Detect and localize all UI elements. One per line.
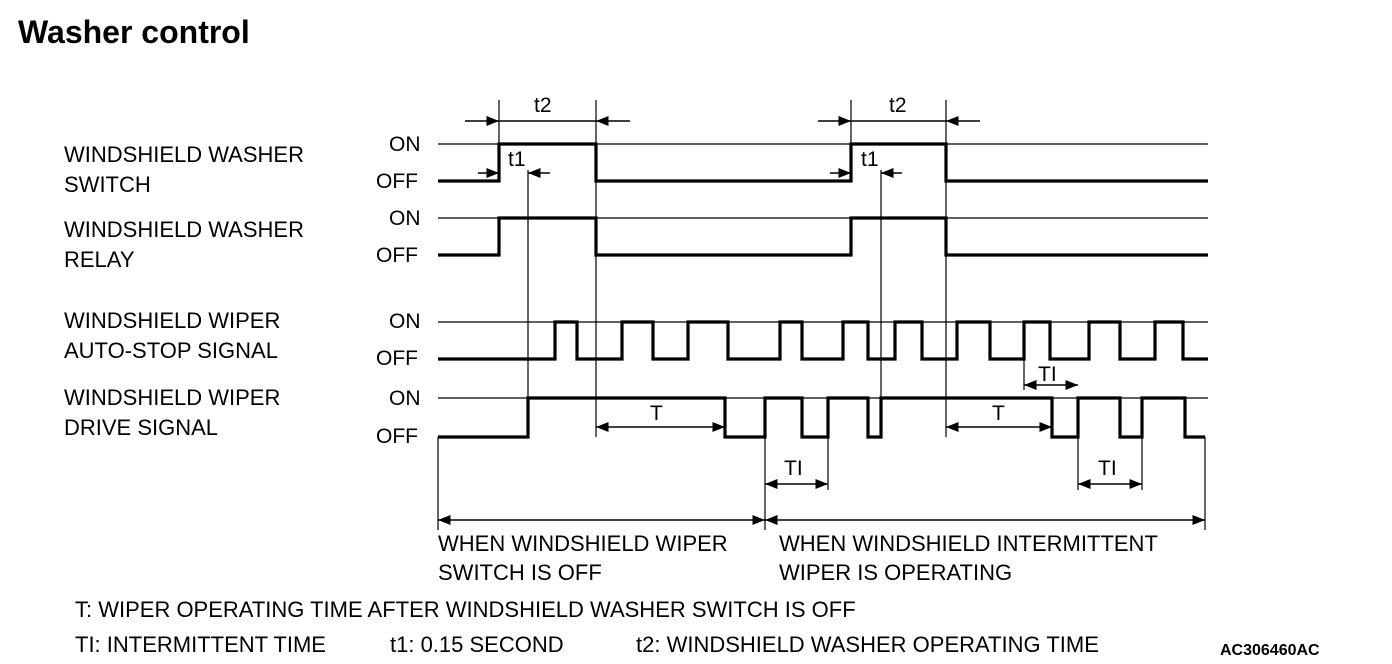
washer-relay-label-1: WINDSHIELD WASHER	[64, 217, 304, 242]
drive-off-label: OFF	[376, 425, 418, 448]
drive-on-label: ON	[389, 387, 421, 410]
TI-label-lower-right: TI	[1098, 457, 1117, 480]
relay-on-label: ON	[389, 207, 421, 230]
TI-label-upper: TI	[1038, 363, 1057, 386]
switch-off-label: OFF	[376, 170, 418, 193]
reference-lines	[437, 100, 1206, 530]
dimension-arrows	[438, 115, 1205, 526]
switch-on-label: ON	[389, 133, 421, 156]
section-left-line2: SWITCH IS OFF	[438, 560, 602, 585]
legend-t1: t1: 0.15 SECOND	[390, 632, 564, 657]
auto-stop-waveform	[438, 320, 1208, 361]
autostop-on-label: ON	[389, 310, 421, 333]
section-left-line1: WHEN WINDSHIELD WIPER	[438, 531, 728, 556]
signal-labels: WINDSHIELD WASHER SWITCH WINDSHIELD WASH…	[64, 142, 304, 440]
drive-signal-label-1: WINDSHIELD WIPER	[64, 385, 280, 410]
level-labels: ON OFF ON OFF ON OFF ON OFF	[376, 133, 421, 448]
section-right-line2: WIPER IS OPERATING	[779, 560, 1012, 585]
section-right-line1: WHEN WINDSHIELD INTERMITTENT	[779, 531, 1158, 556]
T-label-left: T	[650, 402, 663, 425]
legend-TI: TI: INTERMITTENT TIME	[75, 632, 326, 657]
drive-signal-label-2: DRIVE SIGNAL	[64, 415, 218, 440]
washer-switch-label-1: WINDSHIELD WASHER	[64, 142, 304, 167]
legend-T: T: WIPER OPERATING TIME AFTER WINDSHIELD…	[75, 597, 856, 622]
drive-signal-waveform	[438, 396, 1205, 439]
autostop-off-label: OFF	[376, 347, 418, 370]
auto-stop-label-2: AUTO-STOP SIGNAL	[64, 338, 278, 363]
relay-off-label: OFF	[376, 244, 418, 267]
page-title: Washer control	[18, 14, 250, 50]
t1-label-left: t1	[508, 148, 526, 171]
TI-label-lower-left: TI	[784, 457, 803, 480]
washer-switch-waveform	[438, 142, 1208, 183]
auto-stop-label-1: WINDSHIELD WIPER	[64, 308, 280, 333]
t2-label-left: t2	[534, 94, 552, 117]
T-label-right: T	[992, 402, 1005, 425]
t2-label-right: t2	[889, 94, 907, 117]
legend-t2: t2: WINDSHIELD WASHER OPERATING TIME	[636, 632, 1099, 657]
figure-code: AC306460AC	[1220, 642, 1320, 659]
washer-relay-waveform	[438, 216, 1208, 257]
washer-relay-label-2: RELAY	[64, 247, 135, 272]
washer-switch-label-2: SWITCH	[64, 172, 151, 197]
t1-label-right: t1	[861, 148, 879, 171]
